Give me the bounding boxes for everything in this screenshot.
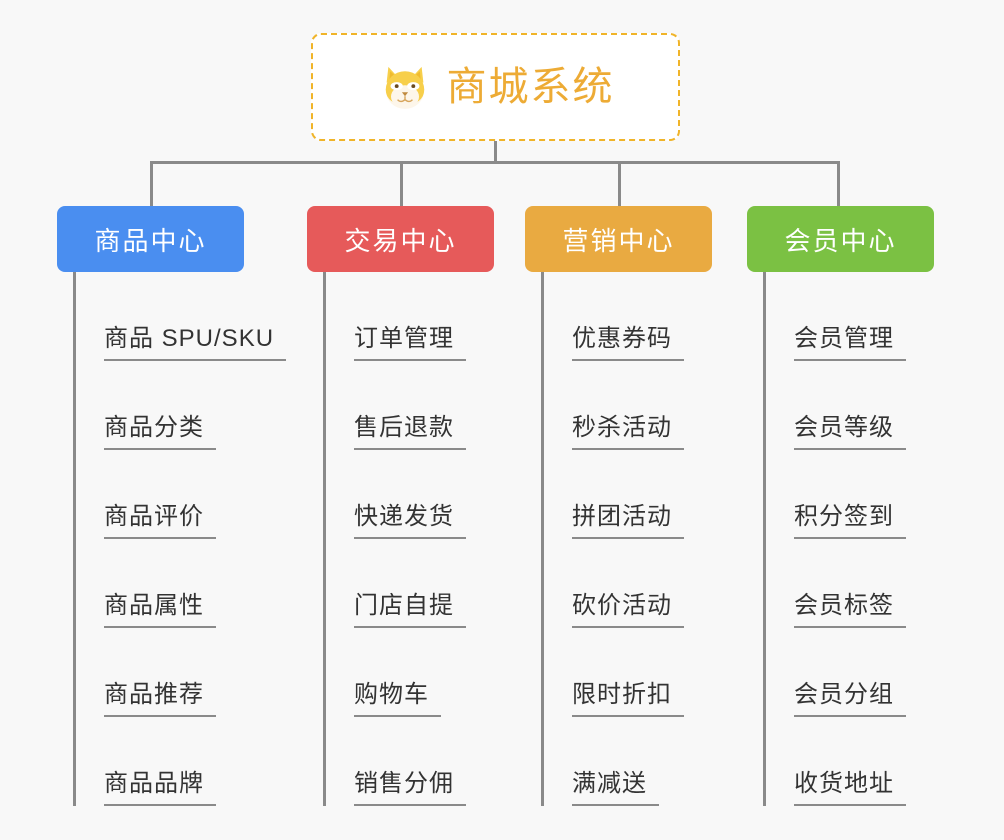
leaf-label: 购物车 [354,674,441,717]
leaf-label: 订单管理 [354,318,466,361]
branch-column-member-center: 会员中心 会员管理 会员等级 积分签到 会员标签 会员分组 收货地址 [747,206,977,806]
leaf-label: 商品分类 [104,407,216,450]
list-item[interactable]: 砍价活动 [544,539,755,628]
list-item[interactable]: 秒杀活动 [544,361,755,450]
leaf-label: 积分签到 [794,496,906,539]
leaf-label: 商品属性 [104,585,216,628]
list-item[interactable]: 商品分类 [76,361,287,450]
category-label: 营销中心 [562,225,675,256]
leaf-label: 快递发货 [354,496,466,539]
list-item[interactable]: 会员管理 [766,272,977,361]
connector-drop-1 [150,161,153,206]
branch-column-product-center: 商品中心 商品 SPU/SKU 商品分类 商品评价 商品属性 商品推荐 商品品牌 [57,206,287,806]
list-item[interactable]: 商品品牌 [76,717,287,806]
category-box-product-center[interactable]: 商品中心 [57,206,244,272]
list-item[interactable]: 会员分组 [766,628,977,717]
list-item[interactable]: 商品评价 [76,450,287,539]
leaf-label: 砍价活动 [572,585,684,628]
leaf-label: 限时折扣 [572,674,684,717]
category-label: 会员中心 [784,225,897,256]
leaf-label: 商品 SPU/SKU [104,318,287,361]
leaf-label: 商品品牌 [104,763,216,806]
leaf-label: 门店自提 [354,585,466,628]
leaf-label: 会员等级 [794,407,906,450]
list-item[interactable]: 收货地址 [766,717,977,806]
list-item[interactable]: 拼团活动 [544,450,755,539]
list-item[interactable]: 会员等级 [766,361,977,450]
branch-column-marketing-center: 营销中心 优惠券码 秒杀活动 拼团活动 砍价活动 限时折扣 满减送 [525,206,755,806]
leaf-label: 商品推荐 [104,674,216,717]
root-node-title: 商城系统 [446,65,615,109]
leaf-label: 拼团活动 [572,496,684,539]
leaf-list-trade-center: 订单管理 售后退款 快递发货 门店自提 购物车 销售分佣 [323,272,537,806]
list-item[interactable]: 购物车 [326,628,537,717]
connector-drop-2 [400,161,403,206]
connector-drop-3 [618,161,621,206]
list-item[interactable]: 满减送 [544,717,755,806]
category-label: 商品中心 [94,225,207,256]
leaf-label: 秒杀活动 [572,407,684,450]
leaf-label: 满减送 [572,763,659,806]
list-item[interactable]: 商品推荐 [76,628,287,717]
list-item[interactable]: 限时折扣 [544,628,755,717]
list-item[interactable]: 会员标签 [766,539,977,628]
list-item[interactable]: 销售分佣 [326,717,537,806]
category-box-marketing-center[interactable]: 营销中心 [525,206,712,272]
list-item[interactable]: 积分签到 [766,450,977,539]
leaf-label: 会员管理 [794,318,906,361]
shiba-dog-face-icon [377,59,433,115]
leaf-label: 收货地址 [794,763,906,806]
list-item[interactable]: 门店自提 [326,539,537,628]
list-item[interactable]: 订单管理 [326,272,537,361]
leaf-list-marketing-center: 优惠券码 秒杀活动 拼团活动 砍价活动 限时折扣 满减送 [541,272,755,806]
leaf-label: 优惠券码 [572,318,684,361]
list-item[interactable]: 快递发货 [326,450,537,539]
leaf-label: 会员分组 [794,674,906,717]
connector-drop-4 [837,161,840,206]
list-item[interactable]: 售后退款 [326,361,537,450]
category-label: 交易中心 [344,225,457,256]
list-item[interactable]: 商品属性 [76,539,287,628]
branch-column-trade-center: 交易中心 订单管理 售后退款 快递发货 门店自提 购物车 销售分佣 [307,206,537,806]
connector-root-stem [494,141,497,163]
category-box-trade-center[interactable]: 交易中心 [307,206,494,272]
leaf-label: 商品评价 [104,496,216,539]
leaf-label: 售后退款 [354,407,466,450]
category-box-member-center[interactable]: 会员中心 [747,206,934,272]
leaf-label: 会员标签 [794,585,906,628]
list-item[interactable]: 商品 SPU/SKU [76,272,287,361]
list-item[interactable]: 优惠券码 [544,272,755,361]
leaf-label: 销售分佣 [354,763,466,806]
root-node-mall-system[interactable]: 商城系统 [311,33,680,141]
leaf-list-member-center: 会员管理 会员等级 积分签到 会员标签 会员分组 收货地址 [763,272,977,806]
leaf-list-product-center: 商品 SPU/SKU 商品分类 商品评价 商品属性 商品推荐 商品品牌 [73,272,287,806]
connector-horizontal-bar [150,161,840,164]
